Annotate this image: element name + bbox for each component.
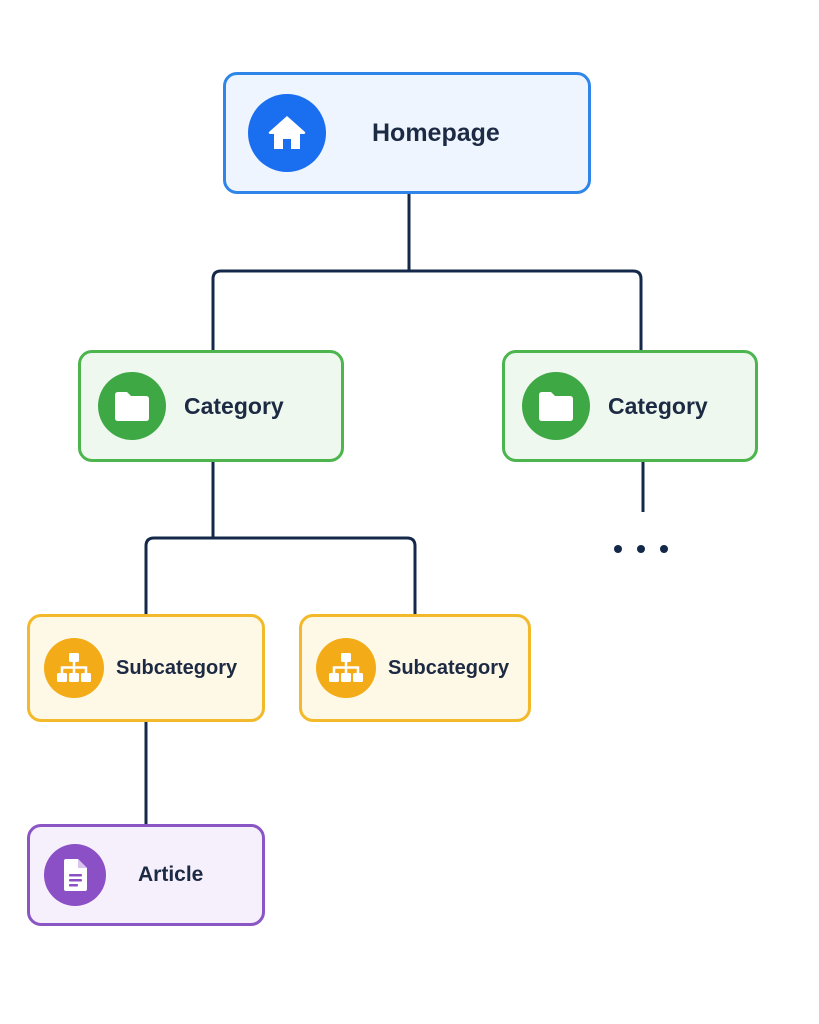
category-node-1: Category xyxy=(78,350,344,462)
connector-category-to-subcategories xyxy=(144,462,417,614)
category-node-2: Category xyxy=(502,350,758,462)
folder-icon xyxy=(98,372,166,440)
subcategory-node-1: Subcategory xyxy=(27,614,265,722)
home-icon xyxy=(248,94,326,172)
homepage-label: Homepage xyxy=(372,118,500,147)
subcategory-label: Subcategory xyxy=(116,656,238,679)
article-node: Article xyxy=(27,824,265,926)
folder-icon xyxy=(522,372,590,440)
article-label: Article xyxy=(138,863,204,886)
hierarchy-icon xyxy=(316,638,376,698)
category-label: Category xyxy=(184,392,284,419)
more-indicator xyxy=(614,545,668,553)
homepage-node: Homepage xyxy=(223,72,591,194)
hierarchy-icon xyxy=(44,638,104,698)
subcategory-node-2: Subcategory xyxy=(299,614,531,722)
document-icon xyxy=(44,844,106,906)
subcategory-label: Subcategory xyxy=(388,656,510,679)
category-label: Category xyxy=(608,392,708,419)
connector-home-to-categories xyxy=(211,194,643,350)
